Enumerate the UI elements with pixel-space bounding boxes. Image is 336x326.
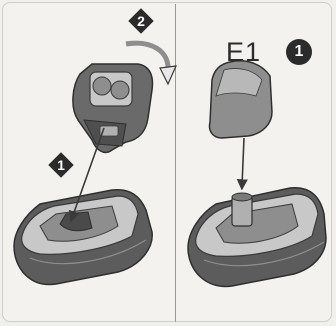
left-shaver-unit xyxy=(73,64,153,152)
step-2-number: 2 xyxy=(137,13,145,29)
right-charging-base xyxy=(188,188,326,287)
error-code-badge: 1 xyxy=(286,39,312,65)
protective-cap xyxy=(210,61,273,138)
error-code-label: E1 xyxy=(226,39,261,66)
step-1-number: 1 xyxy=(57,157,65,173)
step-2-badge: 2 xyxy=(128,8,153,33)
step-1-badge: 1 xyxy=(48,152,73,177)
cap-arrow xyxy=(242,138,244,186)
left-charging-base xyxy=(14,190,152,285)
